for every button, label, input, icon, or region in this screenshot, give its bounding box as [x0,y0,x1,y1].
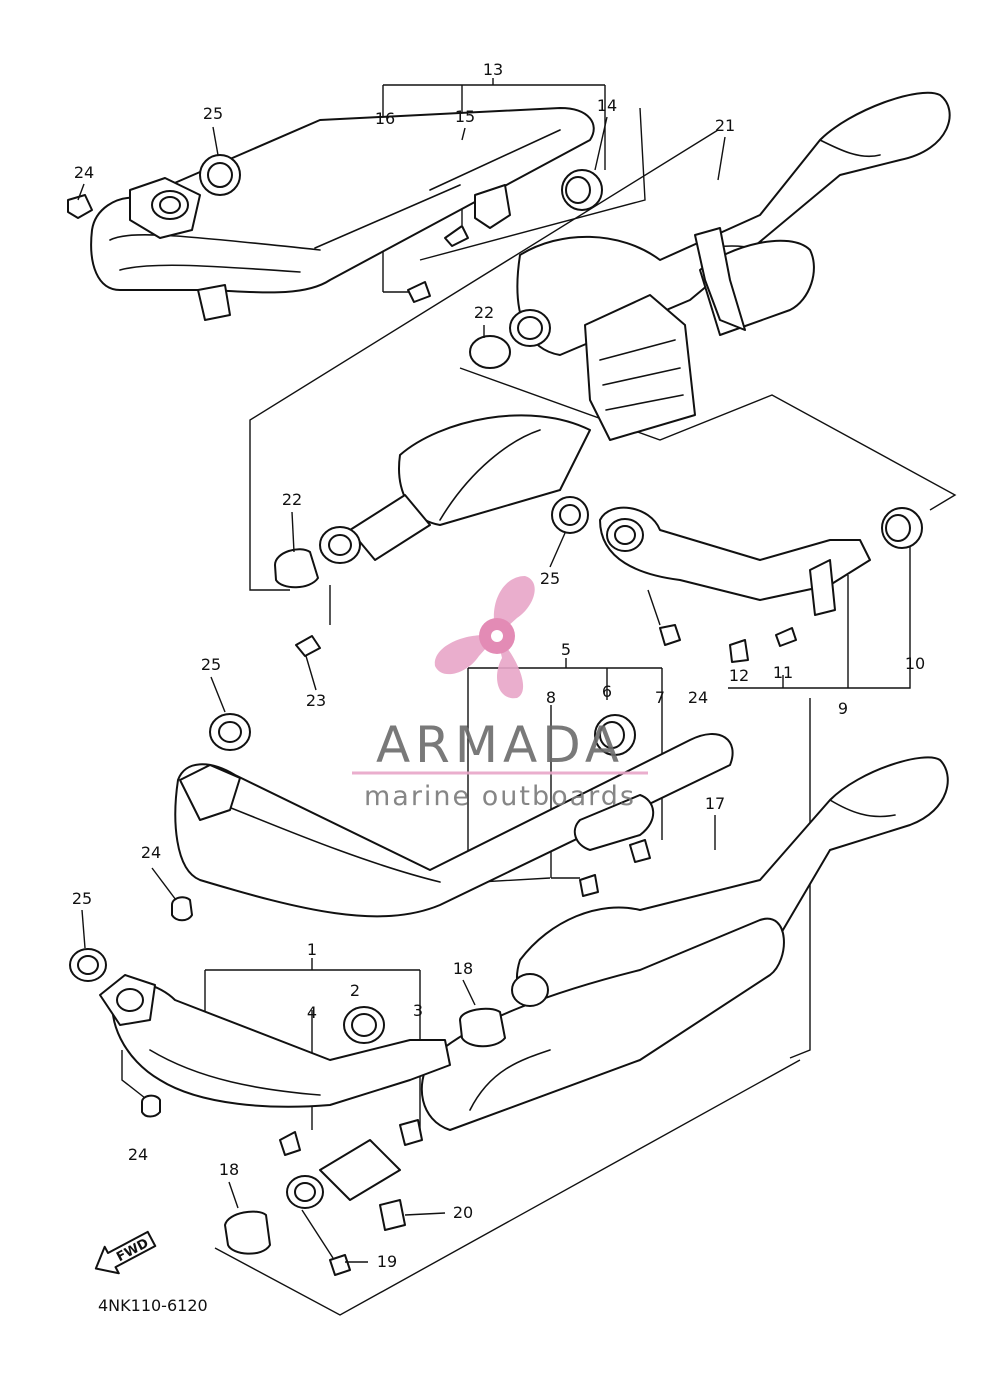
callout-10: 10 [905,654,925,673]
callout-24-low: 24 [141,843,161,862]
callout-25-bottom: 25 [72,889,92,908]
propeller-icon [434,576,535,699]
forward-arrow-icon: FWD [94,1230,157,1275]
joint-22-top [469,335,511,369]
bottom-clamp-area [224,1139,446,1276]
callout-8: 8 [546,688,556,707]
callout-13: 13 [483,60,503,79]
bolt-19 [329,1254,351,1276]
callout-22-lower: 22 [282,490,302,509]
callout-22-upper: 22 [474,303,494,322]
watermark-brand: ARMADA [376,716,624,774]
callout-1: 1 [307,940,317,959]
callout-24-top: 24 [74,163,94,182]
muffler-17 [420,756,949,1131]
callout-25-top: 25 [203,104,223,123]
callout-4: 4 [307,1003,317,1022]
callout-17: 17 [705,794,725,813]
callout-24-mid: 24 [688,688,708,707]
callout-14: 14 [597,96,617,115]
callout-18-upper: 18 [453,959,473,978]
callout-6: 6 [602,682,612,701]
nut-24-low [171,896,193,922]
callout-21: 21 [715,116,735,135]
exhaust-pipe-1 [69,948,451,1156]
callout-2: 2 [350,981,360,1000]
callout-18-lower: 18 [219,1160,239,1179]
bracket-20 [379,1199,406,1231]
callout-25-mid: 25 [540,569,560,588]
exhaust-pipe-9 [551,496,923,663]
drawing-code: 4NK110-6120 [98,1296,208,1315]
armada-watermark: ARMADA marine outboards [352,576,648,812]
joint-22-mid [274,548,319,589]
nut-24-bottom [141,1094,161,1118]
callout-3: 3 [413,1001,423,1020]
callout-23: 23 [306,691,326,710]
watermark-tagline: marine outboards [364,781,636,812]
callout-25-low: 25 [201,655,221,674]
callout-12: 12 [729,666,749,685]
callout-labels: 1 2 3 4 5 6 7 8 9 10 11 12 13 14 15 16 1… [72,60,925,1271]
exhaust-pipe-5 [171,713,734,922]
label-leaders [77,116,726,1209]
callout-15: 15 [455,107,475,126]
callout-11: 11 [773,663,793,682]
joint-18-lower [224,1210,271,1255]
callout-7: 7 [655,688,665,707]
heat-shield [584,294,696,441]
callout-20: 20 [453,1203,473,1222]
callout-24-bottom: 24 [128,1145,148,1164]
muffler-21 [469,91,951,441]
callout-9: 9 [838,699,848,718]
callout-5: 5 [561,640,571,659]
nut-24-top [67,194,93,219]
joint-18-upper [459,1007,506,1048]
callout-19: 19 [377,1252,397,1271]
callout-16: 16 [375,109,395,128]
middle-muffler-cone [274,414,591,657]
top-exhaust-pipe [67,107,603,321]
